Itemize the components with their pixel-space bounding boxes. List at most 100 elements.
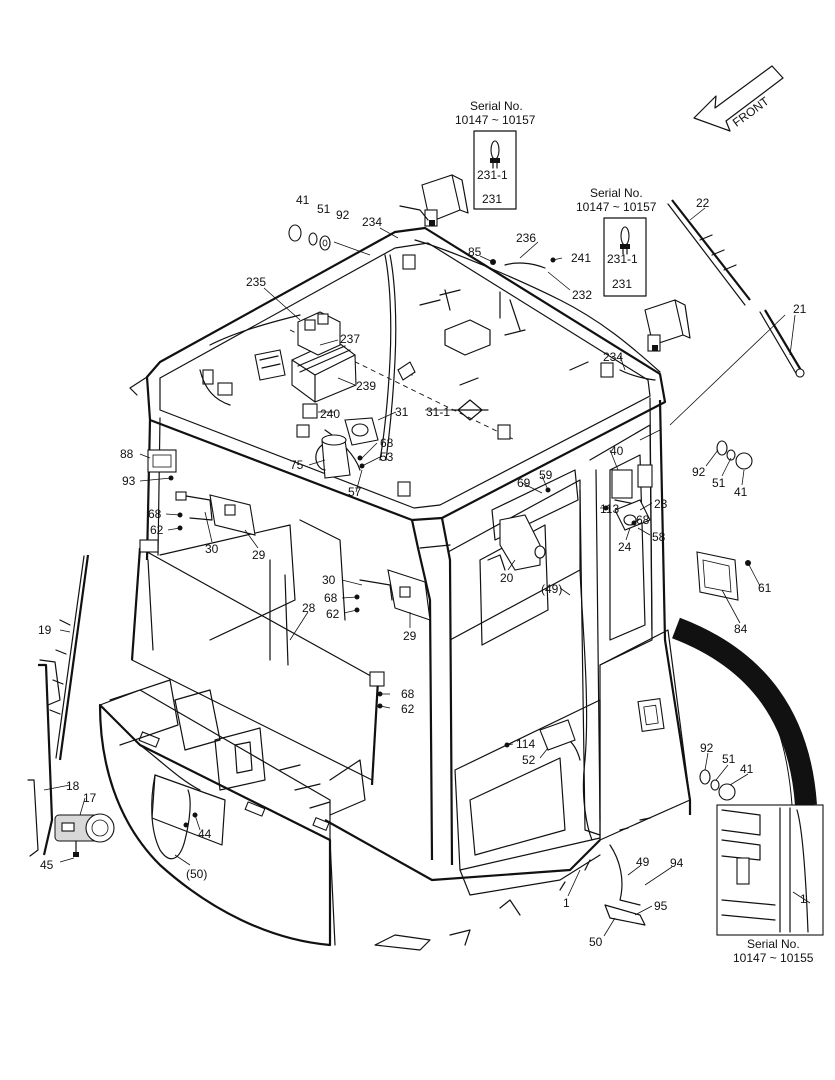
front-wiper-assembly — [27, 554, 90, 857]
speaker-bracket — [397, 361, 416, 381]
fastener-set-lower-right — [699, 769, 736, 801]
part-label: 30 — [205, 542, 219, 556]
part-label: 28 — [302, 601, 316, 615]
part-label: 24 — [618, 540, 632, 554]
serial-range: 10147 ~ 10155 — [733, 951, 814, 965]
part-label: 18 — [66, 779, 80, 793]
mirror-left — [175, 491, 256, 536]
fastener-set-top — [288, 224, 331, 251]
part-label: 68 — [148, 507, 162, 521]
front-window — [130, 539, 385, 786]
serial-box-right: Serial No. 10147 ~ 10157 231-1 231 — [576, 186, 657, 297]
part-label: 51 — [712, 476, 726, 490]
part-label: 93 — [122, 474, 136, 488]
part-label: 92 — [692, 465, 706, 479]
mirror-right — [359, 569, 431, 621]
halogen-bulb-icon — [490, 140, 500, 169]
bracket-240 — [302, 403, 318, 419]
part-label: 62 — [326, 607, 340, 621]
part-label: 241 — [571, 251, 591, 265]
front-arrow-icon: FRONT — [693, 65, 784, 132]
part-label: 68 — [380, 436, 394, 450]
part-label: 41 — [296, 193, 310, 207]
part-label: 1 — [563, 896, 570, 910]
part-label: 62 — [401, 702, 415, 716]
part-label: 231 — [482, 192, 502, 206]
front-label: FRONT — [730, 94, 772, 130]
part-label: 53 — [380, 450, 394, 464]
part-label: 62 — [150, 523, 164, 537]
part-label: 113 — [600, 502, 619, 516]
fuse-block — [297, 311, 341, 356]
work-lamp-rear — [644, 299, 691, 352]
part-label: 240 — [320, 407, 340, 421]
leader-lines — [43, 207, 796, 937]
part-label: 49 — [636, 855, 650, 869]
fastener-set-right — [716, 440, 753, 470]
part-label: 75 — [290, 458, 304, 472]
part-label: 31 — [395, 405, 409, 419]
part-label: 92 — [700, 741, 714, 755]
part-label: 19 — [38, 623, 52, 637]
part-label: 85 — [468, 245, 482, 259]
part-label: 68 — [324, 591, 338, 605]
part-label: 239 — [356, 379, 376, 393]
radio-connector — [254, 349, 286, 381]
part-label: 92 — [336, 208, 350, 222]
part-number-labels: 41 51 92 234 85 236 241 232 235 237 239 … — [38, 193, 807, 949]
serial-range: 10147 ~ 10157 — [455, 113, 536, 127]
part-label: 22 — [696, 196, 710, 210]
part-label: 41 — [734, 485, 748, 499]
part-label: 50 — [589, 935, 603, 949]
roof-wire-harness — [199, 239, 661, 471]
part-label: 237 — [340, 332, 360, 346]
part-label: 236 — [516, 231, 536, 245]
part-label: 232 — [572, 288, 592, 302]
part-label: 21 — [793, 302, 807, 316]
part-label: 68 — [401, 687, 415, 701]
side-window-84 — [696, 551, 739, 601]
serial-heading: Serial No. — [470, 99, 523, 113]
part-label: 69 — [517, 476, 531, 490]
part-label: 59 — [539, 468, 553, 482]
part-label: 23 — [654, 497, 668, 511]
serial-range: 10147 ~ 10157 — [576, 200, 657, 214]
part-label: 231 — [612, 277, 632, 291]
grab-handle-88 — [147, 449, 177, 473]
part-label: 57 — [348, 485, 362, 499]
part-label: 40 — [610, 444, 624, 458]
part-label: 20 — [500, 571, 514, 585]
part-label: 95 — [654, 899, 668, 913]
part-label: 51 — [317, 202, 331, 216]
part-label: 29 — [252, 548, 266, 562]
part-label: 68 — [636, 513, 650, 527]
serial-heading: Serial No. — [590, 186, 643, 200]
part-label: 31-1 — [426, 405, 450, 419]
part-label: 17 — [83, 791, 97, 805]
part-label: 51 — [722, 752, 736, 766]
part-label: 44 — [198, 827, 212, 841]
cab-light-23 — [614, 499, 651, 531]
part-label: 88 — [120, 447, 134, 461]
wiper-motor — [54, 813, 115, 857]
part-label: 29 — [403, 629, 417, 643]
rear-wiper-assembly — [667, 199, 805, 378]
part-label: 30 — [322, 573, 336, 587]
part-label: 114 — [516, 737, 535, 751]
part-label: 231-1 — [477, 168, 508, 182]
work-lamp-front — [399, 174, 469, 227]
inset-detail-box: 1 Serial No. 10147 ~ 10155 — [672, 617, 824, 965]
part-label: (49) — [541, 582, 562, 596]
front-lower-panel — [98, 679, 336, 947]
cab-frame — [145, 397, 692, 951]
cab-roof — [129, 226, 667, 522]
serial-heading: Serial No. — [747, 937, 800, 951]
part-label: 1 — [800, 892, 807, 906]
part-label: 234 — [603, 350, 623, 364]
part-label: 61 — [758, 581, 772, 595]
part-label: 94 — [670, 856, 684, 870]
part-label: 231-1 — [607, 252, 638, 266]
part-label: 234 — [362, 215, 382, 229]
part-label: 52 — [522, 753, 536, 767]
